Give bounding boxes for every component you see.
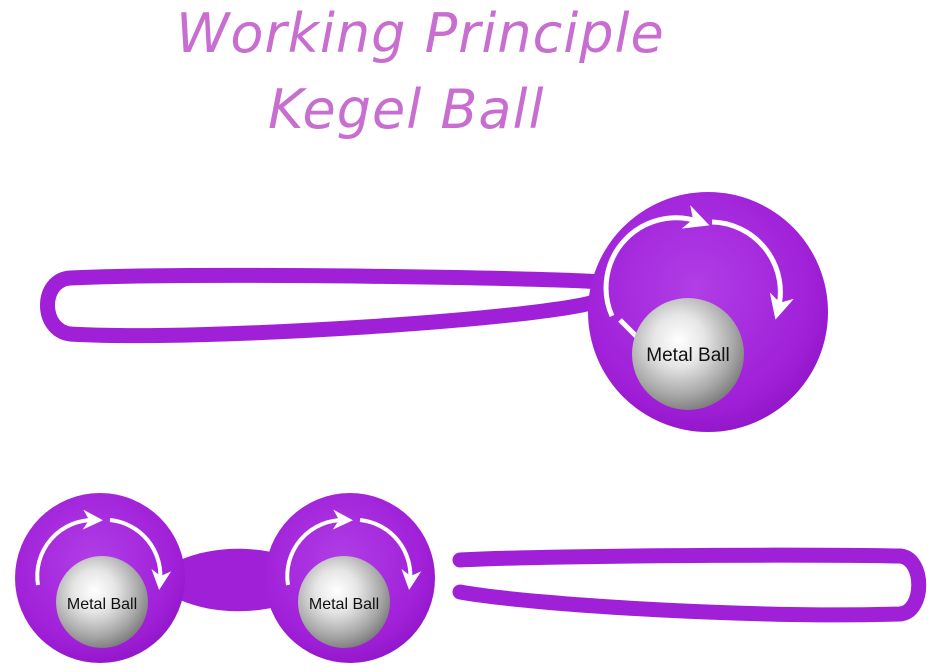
double-left-metal-ball-label: Metal Ball [67, 596, 137, 613]
double-kegel-balls: Metal Ball Metal Ball [15, 493, 927, 663]
single-kegel-ball: Metal Ball [40, 192, 828, 432]
single-metal-ball-label: Metal Ball [646, 345, 729, 366]
rotation-arrow-icon [285, 509, 422, 590]
title-line-1: Working Principle [176, 2, 665, 65]
double-right-metal-ball [298, 556, 390, 648]
double-left-metal-ball [56, 556, 148, 648]
single-metal-ball [632, 298, 744, 410]
double-right-metal-ball-label: Metal Ball [309, 596, 379, 613]
title-block: Working Principle Kegel Ball [0, 0, 930, 160]
title-line-2: Kegel Ball [268, 78, 545, 141]
double-ball-loop [452, 547, 927, 623]
rotation-arrow-icon [35, 509, 172, 590]
single-ball-loop [40, 267, 608, 344]
